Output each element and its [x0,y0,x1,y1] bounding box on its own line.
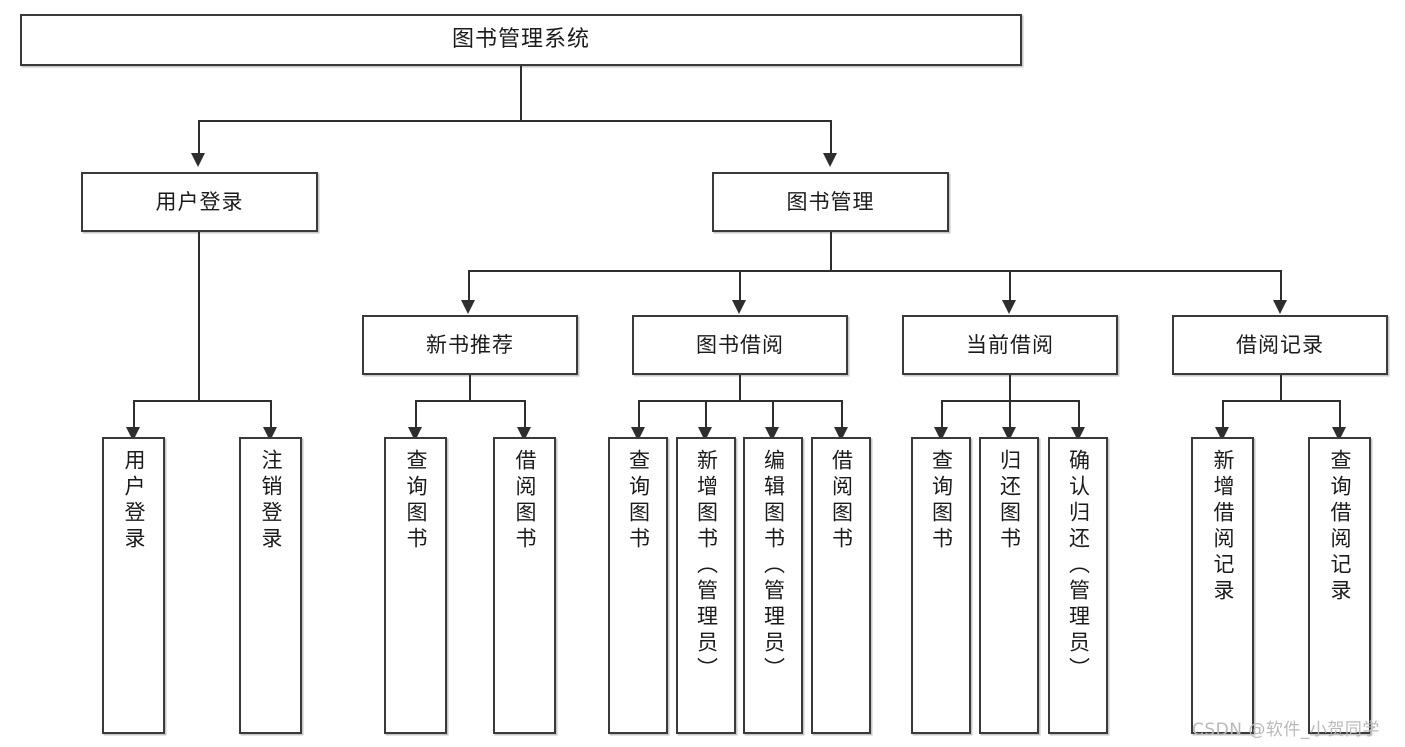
arrowhead-borrow-record [1273,300,1287,314]
leaf-label: 查询图书 [626,449,651,553]
connector-book-manage-trunk [830,232,832,270]
leaf-borrow-record-query[interactable]: 查询借阅记录 [1308,437,1371,734]
connector-root-to-book-manage [830,120,832,153]
leaf-label: 注销登录 [259,449,283,553]
connector-to-current-borrow [1009,270,1011,300]
connector-user-login-drop-2 [270,400,272,427]
connector-book-borrow-bus [638,400,841,402]
leaf-label: 查询图书 [929,449,954,553]
leaf-borrow-record-add[interactable]: 新增借阅记录 [1191,437,1254,734]
leaf-book-borrow-edit[interactable]: 编辑图书（管理员） [743,437,803,734]
leaf-label: 归还图书 [997,449,1022,553]
node-label: 用户登录 [155,189,244,214]
leaf-book-borrow-borrow[interactable]: 借阅图书 [811,437,871,734]
connector-new-book-trunk [469,375,471,400]
connector-new-book-drop-1 [415,400,417,427]
leaf-label: 查询借阅记录 [1328,449,1352,605]
connector-borrow-record-drop-1 [1222,400,1224,427]
node-new-book-recommend[interactable]: 新书推荐 [362,315,578,375]
leaf-book-borrow-add[interactable]: 新增图书（管理员） [676,437,736,734]
connector-current-borrow-trunk [1009,375,1011,400]
node-book-manage[interactable]: 图书管理 [712,172,949,232]
node-label: 图书管理系统 [451,27,590,53]
leaf-label: 借阅图书 [829,449,854,553]
leaf-book-borrow-query[interactable]: 查询图书 [608,437,668,734]
connector-book-manage-bus [468,270,1280,272]
leaf-label: 查询图书 [404,449,428,553]
leaf-user-login-login[interactable]: 用户登录 [102,437,165,734]
connector-root-to-user-login [198,120,200,153]
leaf-current-borrow-return[interactable]: 归还图书 [979,437,1039,734]
leaf-label: 确认归还（管理员） [1066,449,1091,683]
leaf-label: 新增借阅记录 [1211,449,1235,605]
leaf-label: 新增图书（管理员） [694,449,719,683]
connector-user-login-drop-1 [133,400,135,427]
node-current-borrow[interactable]: 当前借阅 [902,315,1118,375]
connector-borrow-record-trunk [1280,375,1282,400]
leaf-label: 用户登录 [122,449,146,553]
connector-current-borrow-drop-3 [1078,400,1080,427]
connector-borrow-record-bus [1222,400,1339,402]
leaf-label: 编辑图书（管理员） [761,449,786,683]
leaf-new-book-query[interactable]: 查询图书 [384,437,447,734]
node-borrow-record[interactable]: 借阅记录 [1172,315,1388,375]
node-label: 图书管理 [786,189,875,214]
connector-book-borrow-drop-4 [841,400,843,427]
node-root-system[interactable]: 图书管理系统 [20,14,1022,66]
node-label: 新书推荐 [426,332,514,357]
arrowhead-user-login [191,153,205,167]
node-label: 图书借阅 [696,332,784,357]
connector-book-borrow-drop-3 [772,400,774,427]
connector-to-book-borrow [739,270,741,300]
arrowhead-new-book [461,300,475,314]
leaf-current-borrow-confirm[interactable]: 确认归还（管理员） [1048,437,1108,734]
arrowhead-book-borrow [732,300,746,314]
connector-borrow-record-drop-2 [1339,400,1341,427]
arrowhead-book-manage [823,153,837,167]
arrowhead-current-borrow [1002,300,1016,314]
connector-current-borrow-drop-2 [1009,400,1011,427]
node-label: 当前借阅 [966,332,1054,357]
connector-root-trunk [520,66,522,120]
node-book-borrow[interactable]: 图书借阅 [632,315,848,375]
connector-new-book-bus [415,400,524,402]
connector-book-borrow-drop-2 [705,400,707,427]
leaf-label: 借阅图书 [513,449,537,553]
connector-new-book-drop-2 [524,400,526,427]
connector-user-login-trunk [198,232,200,400]
connector-root-bus [198,120,831,122]
leaf-current-borrow-query[interactable]: 查询图书 [911,437,971,734]
connector-to-new-book [468,270,470,300]
node-label: 借阅记录 [1236,332,1324,357]
connector-book-borrow-trunk [739,375,741,400]
connector-book-borrow-drop-1 [638,400,640,427]
csdn-watermark: CSDN @软件_小贺同学 [1192,720,1380,740]
connector-user-login-bus [133,400,270,402]
connector-current-borrow-drop-1 [941,400,943,427]
leaf-user-login-logout[interactable]: 注销登录 [239,437,302,734]
leaf-new-book-borrow[interactable]: 借阅图书 [493,437,556,734]
connector-to-borrow-record [1280,270,1282,300]
node-user-login[interactable]: 用户登录 [81,172,318,232]
